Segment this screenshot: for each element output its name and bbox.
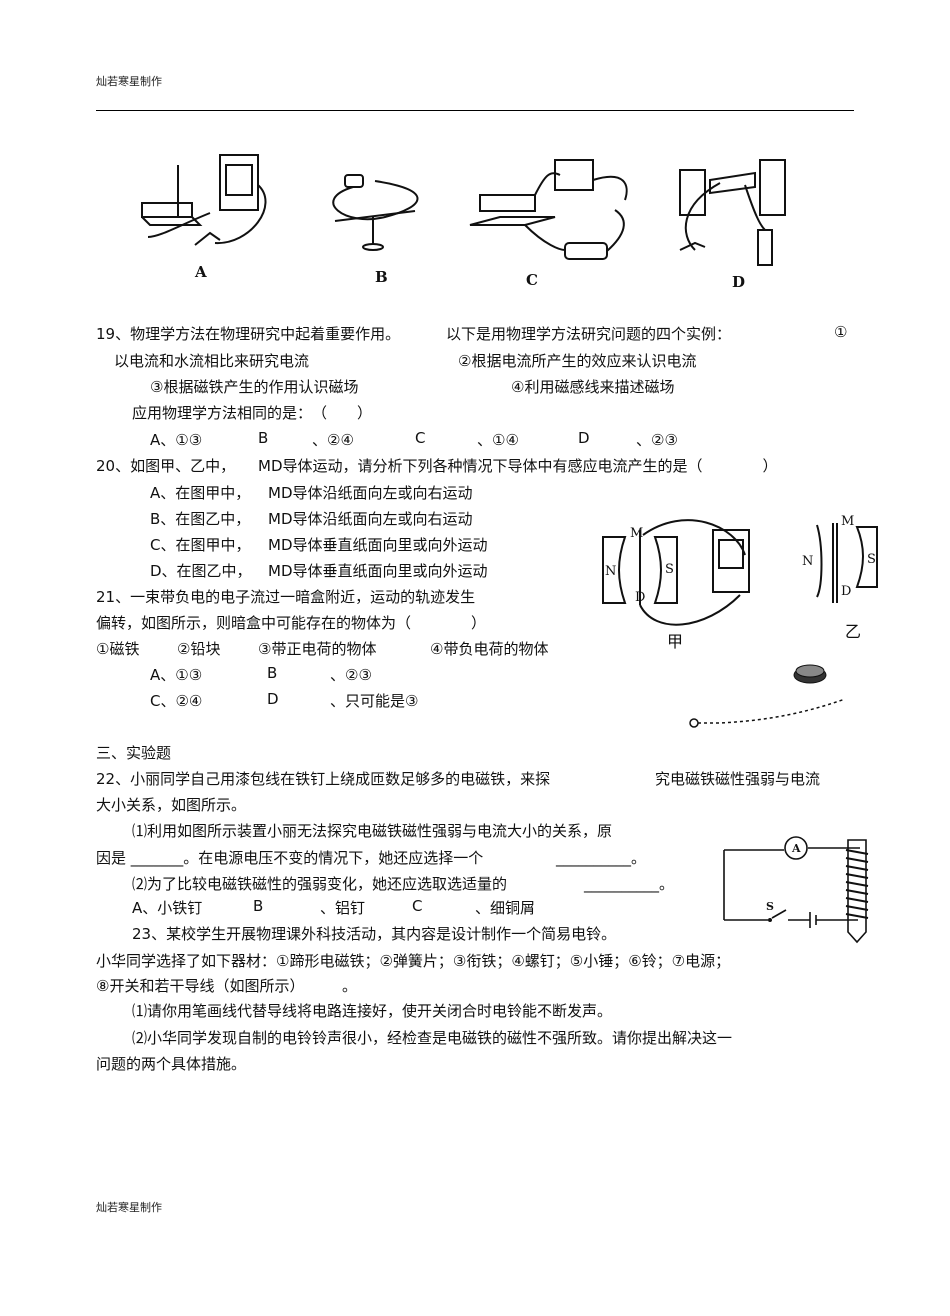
- q19-option-b: 、②④: [312, 431, 354, 449]
- q20-fig-s2: S: [867, 552, 876, 567]
- q19-option-c: 、①④: [477, 431, 519, 449]
- q20-stem-2: MD导体运动，请分析下列各种情况下导体中有感应电流产生的是（ ）: [258, 457, 778, 475]
- q22-stem: 22、小丽同学自己用漆包线在铁钉上绕成匝数足够多的电磁铁，来探: [96, 770, 551, 788]
- figure-b: [332, 174, 419, 251]
- q20-option-a-label: A、在图甲中，: [150, 484, 251, 502]
- page-footer: 灿若寒星制作: [96, 1201, 162, 1214]
- q20-fig-m2: M: [841, 514, 854, 529]
- q19-stem-2: 以下是用物理学方法研究问题的四个实例：: [446, 325, 732, 343]
- q21-option-b-letter: B: [267, 664, 278, 682]
- figure-a: [141, 154, 267, 246]
- section-title: 三、实验题: [96, 744, 172, 762]
- q19-item3: ③根据磁铁产生的作用认识磁场: [150, 378, 359, 396]
- q19-option-d-letter: D: [578, 429, 590, 447]
- q22-fig-switch-label: S: [766, 900, 774, 913]
- q22-option-a: A、小铁钉: [132, 899, 203, 917]
- q19-stem: 19、物理学方法在物理研究中起着重要作用。: [96, 325, 401, 343]
- q19-option-c-letter: C: [415, 429, 426, 447]
- q19-option-b-letter: B: [258, 429, 269, 447]
- q23-part2: ⑵小华同学发现自制的电铃铃声很小，经检查是电磁铁的磁性不强所致。请你提出解决这一: [132, 1029, 733, 1047]
- q21-option-d: 、只可能是③: [330, 692, 419, 710]
- q21-item3: ③带正电荷的物体: [258, 640, 377, 658]
- q22-part1: ⑴利用如图所示装置小丽无法探究电磁铁磁性强弱与电流大小的关系，原: [132, 822, 613, 840]
- q19-item2: ②根据电流所产生的效应来认识电流: [458, 352, 697, 370]
- q21-option-b: 、②③: [330, 666, 372, 684]
- q19-item1: 以电流和水流相比来研究电流: [114, 352, 310, 370]
- figure-label-d: D: [732, 273, 745, 291]
- q20-fig-d: D: [635, 590, 645, 605]
- q23-materials-end: 。: [342, 977, 358, 995]
- q22-part1-b: 因是 _______。在电源电压不变的情况下，她还应选择一个: [96, 849, 484, 867]
- q22-stem-b: 究电磁铁磁性强弱与电流: [655, 770, 821, 788]
- figure-induction-setups: A B C D: [141, 154, 786, 291]
- q23-part2-b: 问题的两个具体措施。: [96, 1055, 247, 1073]
- figure-label-a: A: [194, 263, 207, 281]
- q21-item2: ②铅块: [177, 640, 221, 658]
- q20-fig-jia: 甲: [667, 632, 683, 651]
- page-header: 灿若寒星制作: [96, 75, 162, 88]
- q20-option-d: MD导体垂直纸面向里或向外运动: [268, 562, 488, 580]
- q20-option-d-label: D、在图乙中，: [150, 562, 252, 580]
- q22-stem-2: 大小关系，如图所示。: [96, 796, 247, 814]
- q22-part2-blank: __________。: [584, 875, 675, 893]
- q22-option-b-letter: B: [253, 897, 264, 915]
- figure-label-c: C: [526, 271, 538, 289]
- q21-option-c: C、②④: [150, 692, 203, 710]
- q21-option-d-letter: D: [267, 690, 279, 708]
- q20-fig-m: M: [630, 526, 643, 541]
- q21-item1: ①磁铁: [96, 640, 140, 658]
- q20-fig-yi: 乙: [845, 622, 861, 641]
- figure-d: [679, 159, 786, 266]
- q21-stem: 21、一束带负电的电子流过一暗盒附近，运动的轨迹发生: [96, 588, 476, 606]
- q20-option-a: MD导体沿纸面向左或向右运动: [268, 484, 473, 502]
- q20-option-c-label: C、在图甲中，: [150, 536, 251, 554]
- q19-item4: ④利用磁感线来描述磁场: [511, 378, 675, 396]
- q23-materials-2: ⑧开关和若干导线（如图所示）: [96, 977, 305, 995]
- q20-fig-d2: D: [841, 584, 851, 599]
- q20-option-b: MD导体沿纸面向左或向右运动: [268, 510, 473, 528]
- q23-part1: ⑴请你用笔画线代替导线将电路连接好，使开关闭合时电铃能不断发声。: [132, 1002, 613, 1020]
- q22-fig-ammeter-label: A: [791, 842, 801, 855]
- q20-fig-n: N: [605, 564, 616, 579]
- q22-option-c: 、细铜屑: [475, 899, 536, 917]
- header-divider: [96, 110, 854, 111]
- figure-q21-electron-beam: [689, 664, 846, 728]
- q19-option-d: 、②③: [636, 431, 678, 449]
- figure-label-b: B: [375, 268, 388, 286]
- q22-part1-blank: __________。: [556, 849, 647, 867]
- q23-stem: 23、某校学生开展物理课外科技活动，其内容是设计制作一个简易电铃。: [132, 925, 617, 943]
- figure-c: [469, 159, 628, 260]
- q20-option-b-label: B、在图乙中，: [150, 510, 251, 528]
- q21-option-a: A、①③: [150, 666, 203, 684]
- q20-stem: 20、如图甲、乙中，: [96, 457, 236, 475]
- q22-option-b: 、铝钉: [320, 899, 366, 917]
- q21-stem-2: 偏转，如图所示，则暗盒中可能存在的物体为（ ）: [96, 614, 487, 632]
- q22-part2: ⑵为了比较电磁铁磁性的强弱变化，她还应选取选适量的: [132, 875, 508, 893]
- q19-item1-mark: ①: [834, 323, 848, 341]
- q21-item4: ④带负电荷的物体: [430, 640, 549, 658]
- q19-option-a: A、①③: [150, 431, 203, 449]
- q23-materials: 小华同学选择了如下器材：①蹄形电磁铁；②弹簧片；③衔铁；④螺钉；⑤小锤；⑥铃；⑦…: [96, 952, 731, 970]
- q22-option-c-letter: C: [412, 897, 423, 915]
- figure-q20-magnets: N S M D N S M D 甲 乙: [602, 514, 878, 651]
- q19-ask: 应用物理学方法相同的是： （ ）: [132, 404, 373, 422]
- q20-option-c: MD导体垂直纸面向里或向外运动: [268, 536, 488, 554]
- figure-q22-electromagnet-circuit: A S: [723, 836, 869, 944]
- q20-fig-s: S: [665, 562, 674, 577]
- q20-fig-n2: N: [802, 554, 813, 569]
